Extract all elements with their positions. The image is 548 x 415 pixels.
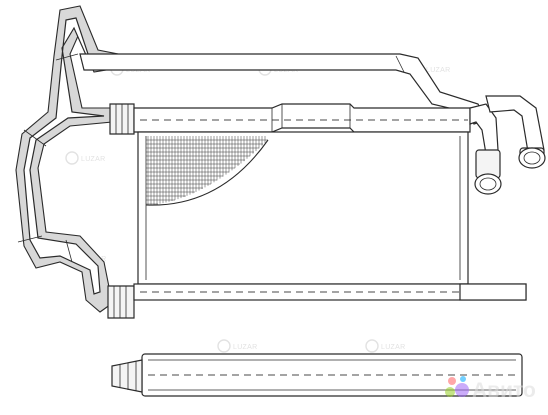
svg-text:LUZAR: LUZAR — [81, 156, 105, 163]
left-pipe-outer-tube — [15, 5, 119, 313]
avito-watermark: Авито — [445, 376, 536, 402]
heater-core-front — [133, 131, 527, 301]
avito-wordmark: Авито — [472, 379, 536, 402]
top-pipe-lower-tube — [133, 103, 471, 133]
outlet-pipe-2-inner-opening — [523, 151, 541, 165]
outlet-pipe-2-opening — [518, 147, 546, 169]
outlet-pipe-1-opening — [474, 173, 502, 195]
top-pipe-upper-tube — [79, 53, 487, 125]
watermark-10: LUZAR — [217, 339, 257, 353]
top-pipe-bend-seam — [395, 55, 405, 73]
bottom-pipe-collar — [107, 285, 135, 319]
avito-logo-icon — [445, 376, 469, 397]
core-frame — [137, 131, 469, 285]
left-pipe-joint-1 — [55, 53, 79, 61]
svg-text:LUZAR: LUZAR — [426, 67, 450, 74]
top-pipe-run — [79, 53, 487, 133]
left-pipe-loop — [15, 5, 135, 319]
watermark-4: LUZAR — [65, 151, 105, 165]
watermark-11: LUZAR — [365, 339, 405, 353]
top-tank-right-end — [459, 283, 527, 301]
right-outlet-pipes — [469, 95, 546, 195]
outlet-pipe-1-inner-opening — [479, 177, 497, 191]
svg-text:LUZAR: LUZAR — [381, 344, 405, 351]
top-view-inlet-stub — [111, 359, 143, 393]
core-fin-cutaway-edge — [145, 139, 269, 206]
left-pipe-joint-2 — [23, 129, 47, 147]
left-pipe-joint-3 — [17, 235, 43, 243]
heater-core-top-view — [111, 353, 523, 397]
svg-text:LUZAR: LUZAR — [233, 344, 257, 351]
core-fin-pattern — [146, 136, 268, 205]
left-pipe-joint-4 — [65, 239, 73, 263]
